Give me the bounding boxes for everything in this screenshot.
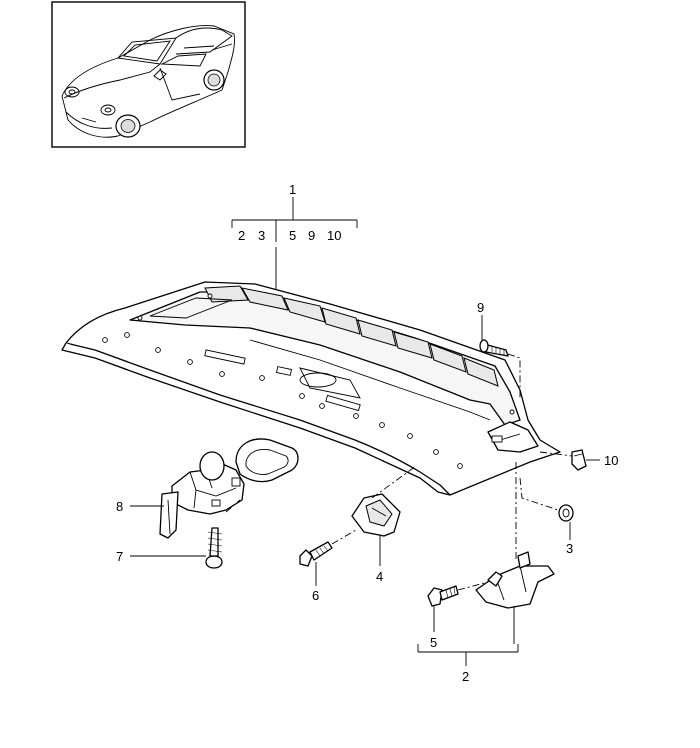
part-2-bracket xyxy=(417,551,555,666)
part-5-bolt xyxy=(427,581,489,632)
part-9-bolt xyxy=(479,315,521,400)
callout-group-2: 2 xyxy=(238,228,245,243)
callout-4: 4 xyxy=(376,569,383,584)
callout-group-3: 3 xyxy=(258,228,265,243)
callout-group-10: 10 xyxy=(327,228,341,243)
part-4-bracket xyxy=(351,465,417,566)
callout-9: 9 xyxy=(477,300,484,315)
part-7-screw xyxy=(130,527,223,569)
car-thumbnail xyxy=(51,1,246,148)
callout-2: 2 xyxy=(462,669,469,684)
part-3-nut xyxy=(519,477,574,540)
callout-group-5: 5 xyxy=(289,228,296,243)
callout-6: 6 xyxy=(312,588,319,603)
part-10-clip xyxy=(539,449,600,471)
callout-8: 8 xyxy=(116,499,123,514)
panel-holes xyxy=(102,293,523,469)
rear-trim-panel xyxy=(61,281,561,496)
panel-ribs xyxy=(204,285,499,387)
callout-7: 7 xyxy=(116,549,123,564)
callout-group-9: 9 xyxy=(308,228,315,243)
callout-5: 5 xyxy=(430,635,437,650)
callout-3: 3 xyxy=(566,541,573,556)
callout-labels: 1 2 3 5 9 10 9 10 3 8 7 4 6 5 2 xyxy=(116,182,618,684)
callout-10: 10 xyxy=(604,453,618,468)
part-6-bolt xyxy=(299,529,357,586)
callout-1: 1 xyxy=(289,182,296,197)
part-8-latch xyxy=(130,438,299,539)
